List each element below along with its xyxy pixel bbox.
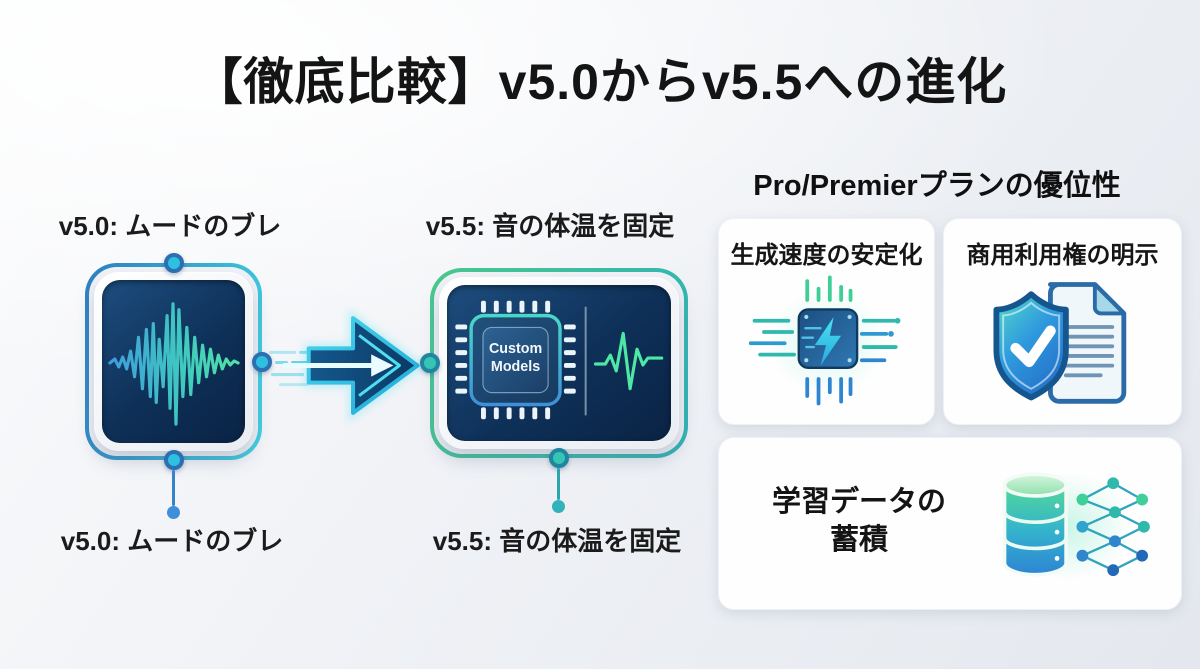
card-license-title: 商用利用権の明示 <box>966 242 1159 269</box>
page-title: 【徹底比較】v5.0からv5.5への進化 <box>192 54 1008 110</box>
v50-right-node <box>252 351 272 372</box>
advantage-card-license: 商用利用権の明示 <box>943 218 1182 425</box>
v50-connector-dot <box>167 506 180 519</box>
v55-top-label: v5.5: 音の体温を固定 <box>425 211 675 241</box>
custom-models-chip-icon: Custom Models <box>455 300 664 420</box>
advantages-header: Pro/Premierプランの優位性 <box>753 170 1121 202</box>
evolution-arrow-icon <box>266 298 428 439</box>
license-shield-document-icon <box>979 271 1146 416</box>
speed-chip-icon <box>746 271 907 414</box>
chip-pins <box>455 300 576 420</box>
v55-box-screen: Custom Models <box>447 285 671 441</box>
v50-bottom-label: v5.0: ムードのブレ <box>60 526 284 556</box>
v50-box-screen <box>102 280 245 443</box>
v55-connector-dot <box>552 500 565 513</box>
heartbeat-waveform-icon <box>593 331 664 391</box>
card-training-title-line1: 学習データの <box>771 486 946 518</box>
v50-device-box <box>85 253 272 470</box>
advantage-card-training-data: 学習データの 蓄積 <box>718 437 1182 610</box>
advantage-card-speed: 生成速度の安定化 <box>718 218 935 425</box>
training-data-database-icon <box>981 454 1153 599</box>
v50-top-node <box>163 253 184 273</box>
network-nodes <box>1076 477 1150 577</box>
v55-device-box: Custom Models <box>420 268 688 468</box>
chip-label-line1: Custom <box>489 341 542 357</box>
v55-connector-line <box>557 468 560 500</box>
v50-bottom-node <box>163 450 184 470</box>
card-training-title: 学習データの 蓄積 <box>724 484 994 559</box>
v55-bottom-node <box>549 448 569 468</box>
network-edges <box>1081 482 1145 572</box>
v50-connector-line <box>172 470 175 506</box>
v55-left-node <box>420 353 440 373</box>
v55-bottom-label: v5.5: 音の体温を固定 <box>432 526 682 556</box>
audio-waveform-icon <box>108 302 240 426</box>
v50-top-label: v5.0: ムードのブレ <box>58 211 282 241</box>
chip-label-line2: Models <box>491 359 540 375</box>
card-training-title-line2: 蓄積 <box>829 523 888 556</box>
card-speed-title: 生成速度の安定化 <box>730 242 923 269</box>
